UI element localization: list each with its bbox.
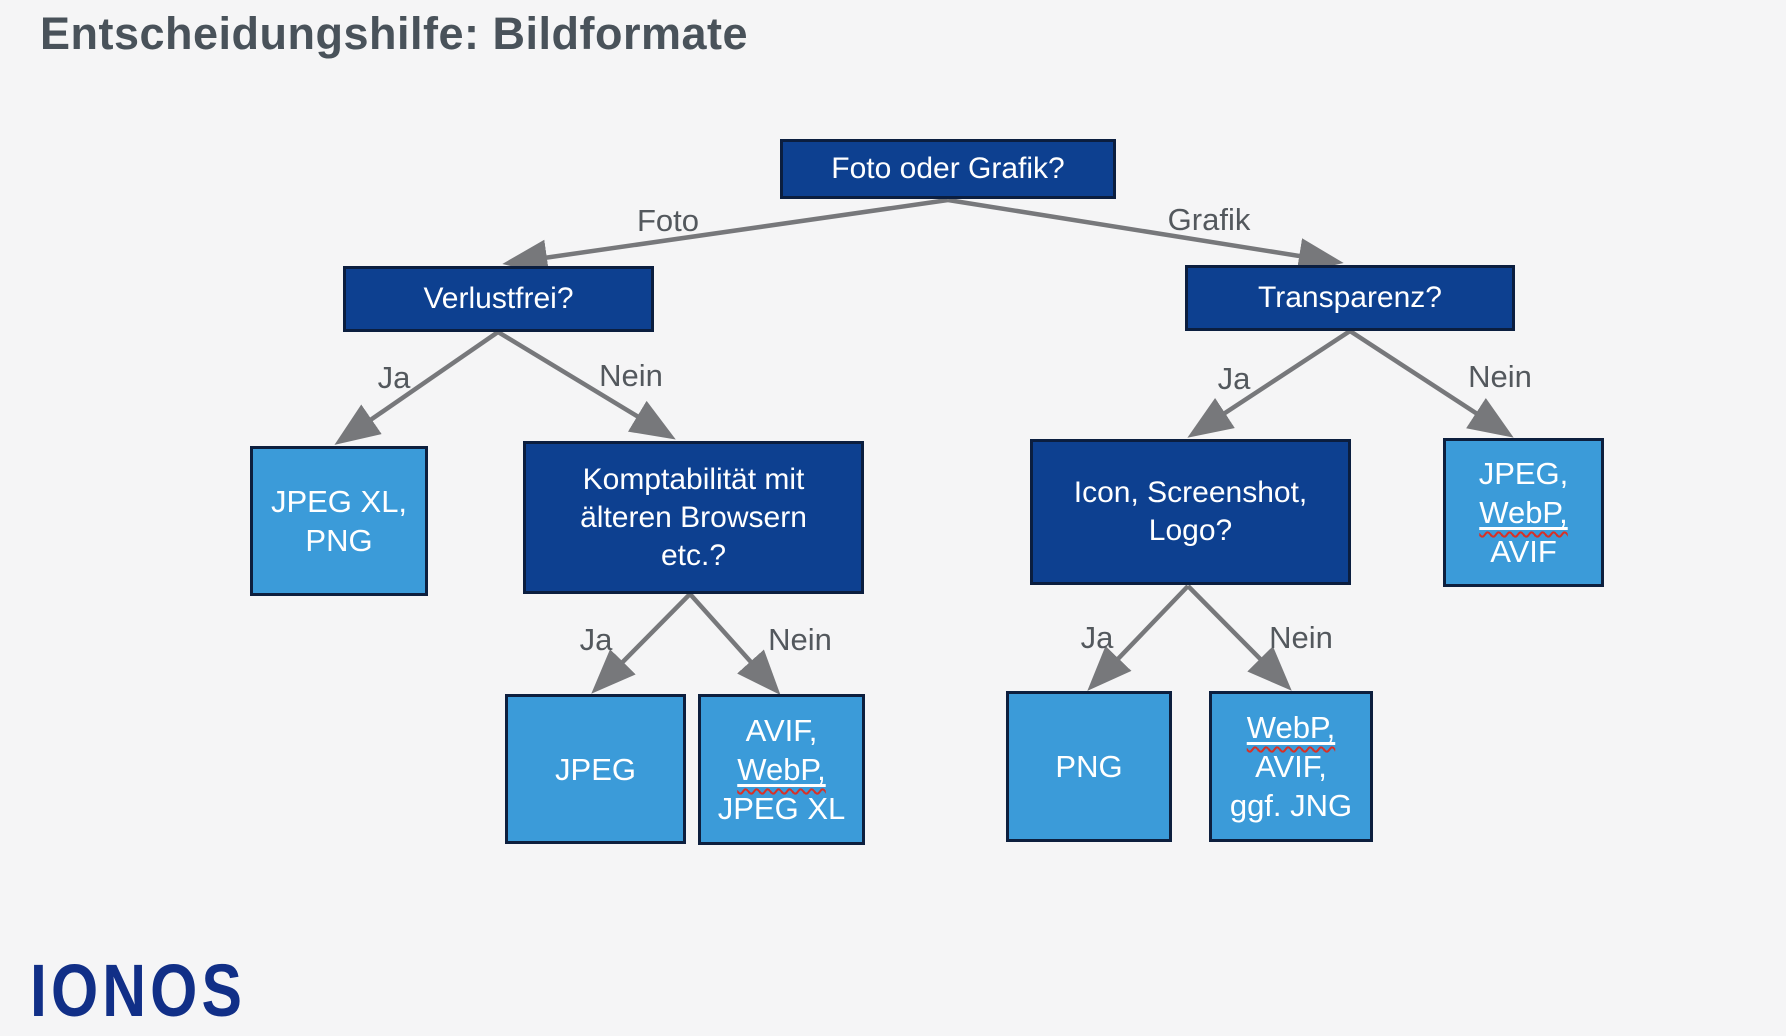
edge-label-foto: Foto — [636, 203, 700, 238]
result-label: JPEG — [555, 751, 636, 787]
result-avif-webp-jpegxl: AVIF, WebP, JPEG XL — [698, 694, 865, 845]
spellcheck-underline: WebP, — [737, 752, 826, 787]
edge-label-nein-kompatibilitaet: Nein — [768, 622, 832, 657]
node-label: Transparenz? — [1258, 281, 1442, 314]
result-png: PNG — [1006, 691, 1172, 842]
result-label: PNG — [1055, 749, 1123, 784]
ionos-logo: IONOS — [30, 949, 247, 1032]
node-label: Foto oder Grafik? — [831, 152, 1065, 185]
result-label: WebP, AVIF, ggf. JNG — [1229, 710, 1353, 823]
edge-verlustfrei-ja — [334, 330, 500, 445]
result-label: JPEG, WebP, AVIF — [1478, 456, 1569, 569]
edge-label-nein-transparenz: Nein — [1468, 359, 1532, 394]
edge-label-ja-verlustfrei: Ja — [377, 360, 411, 395]
edge-root-foto — [502, 197, 949, 276]
node-label: Komptabilität mit älteren Browsern etc.? — [580, 462, 807, 572]
node-verlustfrei: Verlustfrei? — [343, 266, 654, 332]
spellcheck-underline: WebP, — [1246, 710, 1336, 745]
edge-label-nein-verlustfrei: Nein — [599, 358, 663, 393]
edge-label-grafik: Grafik — [1167, 202, 1251, 237]
node-transparenz: Transparenz? — [1185, 265, 1515, 331]
spellcheck-underline: WebP, — [1479, 495, 1568, 530]
node-icon-screenshot-logo: Icon, Screenshot, Logo? — [1030, 439, 1351, 585]
edge-label-ja-kompatibilitaet: Ja — [579, 622, 613, 657]
result-jpegxl-png: JPEG XL, PNG — [250, 446, 428, 596]
edge-root-grafik — [947, 197, 1344, 274]
node-label: Icon, Screenshot, Logo? — [1073, 476, 1308, 547]
edge-label-nein-icon: Nein — [1269, 620, 1333, 655]
result-label: AVIF, WebP, JPEG XL — [717, 713, 846, 826]
result-label: JPEG XL, PNG — [270, 484, 408, 558]
edge-label-ja-icon: Ja — [1080, 620, 1114, 655]
edge-kompatibilitaet-nein — [688, 592, 781, 696]
node-kompatibilitaet: Komptabilität mit älteren Browsern etc.? — [523, 441, 864, 594]
result-jpeg-webp-avif: JPEG, WebP, AVIF — [1443, 438, 1604, 587]
page-title: Entscheidungshilfe: Bildformate — [40, 8, 749, 59]
result-jpeg: JPEG — [505, 694, 686, 844]
node-label: Verlustfrei? — [423, 282, 574, 315]
node-foto-oder-grafik: Foto oder Grafik? — [780, 139, 1116, 199]
result-webp-avif-jng: WebP, AVIF, ggf. JNG — [1209, 691, 1373, 842]
edge-transparenz-ja — [1187, 329, 1352, 438]
edge-label-ja-transparenz: Ja — [1217, 361, 1251, 396]
